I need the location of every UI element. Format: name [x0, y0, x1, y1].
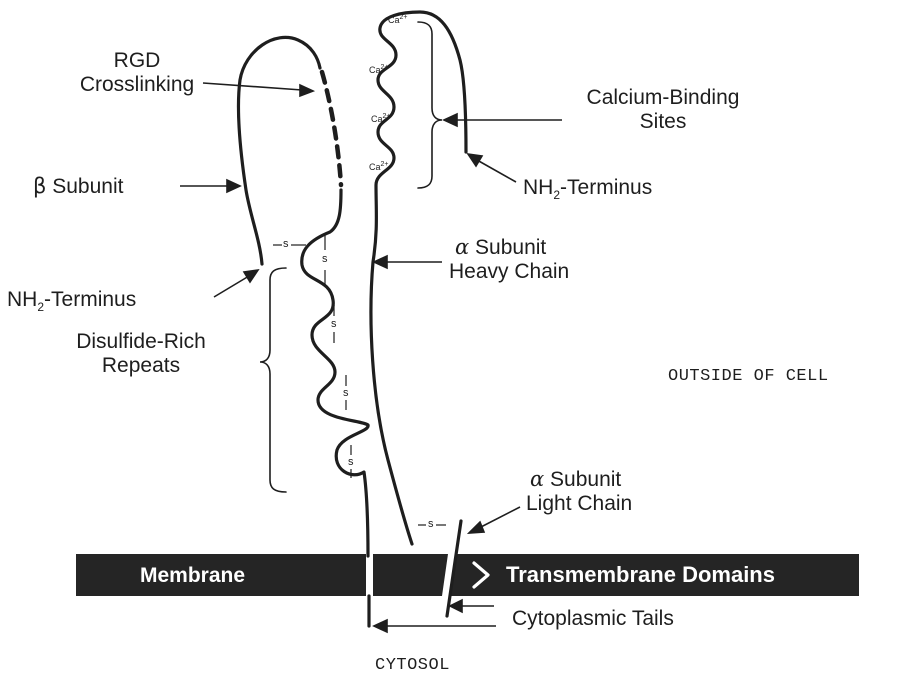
disulfide-rich-repeats-label: Disulfide-Rich Repeats: [58, 330, 224, 378]
rgd-crosslinking-label: RGD Crosslinking: [72, 49, 202, 97]
ss-mark-1: s: [283, 239, 289, 250]
nh2-left-arrowhead: [244, 270, 258, 282]
alpha-light-symbol: α: [530, 467, 544, 491]
alpha-light-arrow: [479, 507, 520, 528]
alpha-light-chain-label: α Subunit Light Chain: [526, 467, 632, 516]
alpha-heavy-chain-label: α Subunit Heavy Chain: [449, 235, 569, 284]
disulfide-bracket: [260, 268, 286, 492]
disulfide-line-2: Repeats: [58, 354, 224, 378]
cytoplasmic-arrowhead-upper: [450, 600, 462, 612]
nh2-left-arrow: [214, 276, 249, 297]
ss-mark-light: s: [428, 519, 434, 530]
ss-mark-5: s: [348, 457, 354, 468]
beta-text: Subunit: [52, 175, 123, 198]
beta-subunit-label: β Subunit: [33, 174, 123, 199]
nh2-terminus-alpha-label: NH2-Terminus: [523, 176, 652, 207]
calcium-arrowhead: [444, 114, 457, 126]
ss-mark-3: s: [331, 319, 337, 330]
cytosol-label: CYTOSOL: [375, 654, 450, 678]
ss-mark-2: s: [322, 254, 328, 265]
nh2-right-arrow: [477, 160, 516, 182]
cytoplasmic-arrowhead-lower: [374, 620, 387, 632]
rgd-arrow: [203, 83, 302, 90]
beta-symbol: β: [33, 174, 46, 198]
rgd-arrowhead: [300, 85, 313, 96]
cytoplasmic-tails-label: Cytoplasmic Tails: [512, 607, 674, 631]
beta-subunit-chain-upper: [238, 37, 320, 264]
ss-mark-4: s: [343, 388, 349, 399]
outside-of-cell-label: OUTSIDE OF CELL: [668, 365, 829, 389]
rgd-line-2: Crosslinking: [72, 73, 202, 97]
calcium-binding-label: Calcium-Binding Sites: [570, 86, 756, 134]
disulfide-line-1: Disulfide-Rich: [58, 330, 224, 354]
rgd-line-1: RGD: [72, 49, 202, 73]
alpha-heavy-symbol: α: [455, 235, 469, 259]
alpha-heavy-line-2: Heavy Chain: [449, 260, 569, 284]
rgd-crosslinking-dashes: [322, 72, 341, 185]
transmembrane-domains-label: Transmembrane Domains: [506, 562, 775, 588]
calcium-ion-4: Ca2+: [369, 161, 389, 172]
nh2-right-arrowhead: [468, 154, 482, 166]
membrane-gap-beta: [366, 554, 373, 596]
nh2-terminus-beta-label: NH2-Terminus: [7, 288, 136, 319]
beta-arrowhead: [227, 180, 240, 192]
calcium-bracket: [418, 22, 442, 188]
alpha-heavy-line-1: α Subunit: [449, 235, 569, 260]
alpha-light-line-1: α Subunit: [526, 467, 632, 492]
alpha-light-line-2: Light Chain: [526, 492, 632, 516]
nh2-right-prefix: NH: [523, 176, 553, 199]
alpha-heavy-text: Subunit: [475, 236, 546, 259]
calcium-line-2: Sites: [570, 110, 756, 134]
calcium-ion-3: Ca2+: [371, 113, 391, 124]
alpha-light-text: Subunit: [550, 468, 621, 491]
calcium-ion-2: Ca2+: [369, 64, 389, 75]
nh2-left-prefix: NH: [7, 288, 37, 311]
beta-subunit-chain-repeats: [302, 190, 368, 556]
alpha-heavy-arrowhead: [374, 256, 387, 268]
alpha-light-arrowhead: [469, 522, 484, 533]
calcium-ion-1: Ca2+: [388, 14, 408, 25]
membrane-label: Membrane: [140, 564, 245, 588]
nh2-right-suffix: -Terminus: [560, 176, 652, 199]
calcium-line-1: Calcium-Binding: [570, 86, 756, 110]
nh2-left-suffix: -Terminus: [44, 288, 136, 311]
